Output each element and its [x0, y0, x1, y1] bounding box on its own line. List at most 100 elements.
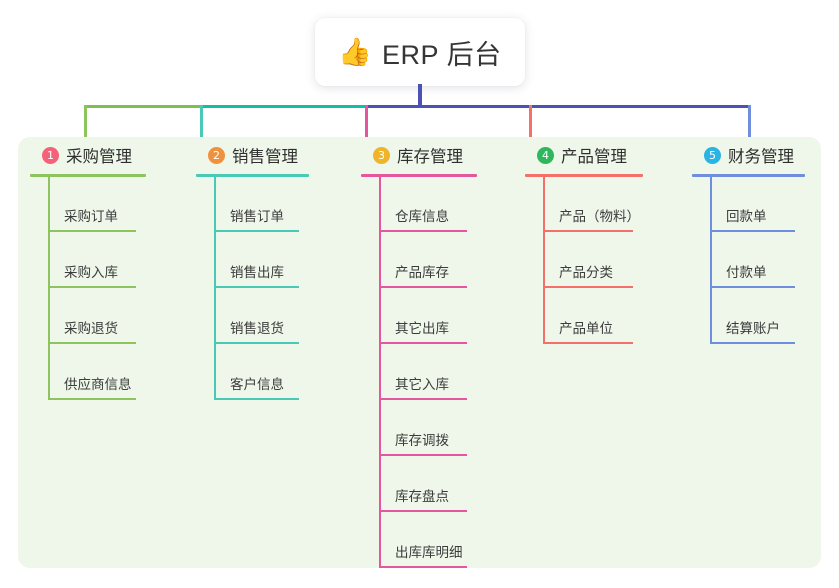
- leaf-label: 供应商信息: [64, 377, 132, 392]
- leaf-rule: [48, 230, 136, 232]
- leaf-rule: [48, 398, 136, 400]
- column-rule-2: [196, 174, 309, 177]
- column-items-1: 采购订单采购入库采购退货供应商信息: [30, 177, 148, 401]
- leaf-rule: [379, 510, 467, 512]
- leaf-rule: [379, 286, 467, 288]
- leaf-item[interactable]: 库存调拨: [361, 401, 479, 457]
- leaf-label: 销售退货: [230, 321, 284, 336]
- column-spine-1: [48, 177, 50, 400]
- leaf-rule: [710, 342, 795, 344]
- column-badge-3: 3: [373, 146, 390, 164]
- thumbs-up-icon: 👍: [338, 36, 373, 67]
- leaf-label: 销售出库: [230, 265, 284, 280]
- column-title-3: 库存管理: [397, 148, 463, 166]
- leaf-item[interactable]: 销售退货: [196, 289, 314, 345]
- leaf-rule: [543, 286, 633, 288]
- column-drop-2: [200, 105, 203, 147]
- leaf-label: 付款单: [726, 265, 767, 280]
- leaf-item[interactable]: 采购退货: [30, 289, 148, 345]
- column-items-2: 销售订单销售出库销售退货客户信息: [196, 177, 314, 401]
- column-1: 1 采购管理采购订单采购入库采购退货供应商信息: [30, 137, 148, 401]
- root-node[interactable]: 👍 ERP 后台: [315, 18, 525, 86]
- leaf-rule: [710, 286, 795, 288]
- leaf-label: 产品分类: [559, 265, 613, 280]
- leaf-rule: [214, 398, 299, 400]
- column-spine-4: [543, 177, 545, 344]
- column-spine-2: [214, 177, 216, 400]
- leaf-label: 库存盘点: [395, 489, 449, 504]
- leaf-label: 库存调拨: [395, 433, 449, 448]
- leaf-item[interactable]: 其它出库: [361, 289, 479, 345]
- leaf-item[interactable]: 采购订单: [30, 177, 148, 233]
- leaf-label: 采购订单: [64, 209, 118, 224]
- leaf-rule: [379, 230, 467, 232]
- column-5: 5 财务管理回款单付款单结算账户: [692, 137, 810, 345]
- leaf-item[interactable]: 销售订单: [196, 177, 314, 233]
- leaf-label: 出库库明细: [395, 545, 463, 560]
- leaf-item[interactable]: 回款单: [692, 177, 810, 233]
- column-items-5: 回款单付款单结算账户: [692, 177, 810, 345]
- column-rule-3: [361, 174, 477, 177]
- leaf-item[interactable]: 客户信息: [196, 345, 314, 401]
- root-title: ERP 后台: [382, 39, 502, 70]
- leaf-rule: [379, 566, 467, 568]
- column-header-3[interactable]: 3 库存管理: [361, 137, 479, 173]
- root-connector-stem: [418, 84, 422, 108]
- column-badge-5: 5: [704, 146, 721, 164]
- column-drop-3: [365, 105, 368, 147]
- column-drop-4: [529, 105, 532, 147]
- column-rule-4: [525, 174, 643, 177]
- leaf-rule: [214, 342, 299, 344]
- connector-bar-teal: [200, 105, 368, 108]
- leaf-item[interactable]: 产品分类: [525, 233, 645, 289]
- leaf-rule: [710, 230, 795, 232]
- leaf-item[interactable]: 销售出库: [196, 233, 314, 289]
- column-header-5[interactable]: 5 财务管理: [692, 137, 810, 173]
- leaf-label: 其它出库: [395, 321, 449, 336]
- column-badge-4: 4: [537, 146, 554, 164]
- leaf-item[interactable]: 付款单: [692, 233, 810, 289]
- leaf-label: 回款单: [726, 209, 767, 224]
- leaf-item[interactable]: 库存盘点: [361, 457, 479, 513]
- connector-bar-indigo: [365, 105, 751, 108]
- column-rule-1: [30, 174, 146, 177]
- leaf-rule: [48, 286, 136, 288]
- leaf-label: 采购退货: [64, 321, 118, 336]
- leaf-label: 产品单位: [559, 321, 613, 336]
- column-title-1: 采购管理: [66, 148, 132, 166]
- leaf-label: 结算账户: [726, 321, 780, 336]
- leaf-item[interactable]: 其它入库: [361, 345, 479, 401]
- column-spine-5: [710, 177, 712, 344]
- column-badge-2: 2: [208, 146, 225, 164]
- column-rule-5: [692, 174, 805, 177]
- leaf-label: 产品（物料）: [559, 209, 640, 224]
- leaf-rule: [543, 230, 633, 232]
- leaf-item[interactable]: 出库库明细: [361, 513, 479, 569]
- leaf-item[interactable]: 产品库存: [361, 233, 479, 289]
- column-items-4: 产品（物料） 产品分类产品单位: [525, 177, 645, 345]
- leaf-item[interactable]: 产品单位: [525, 289, 645, 345]
- leaf-label: 产品库存: [395, 265, 449, 280]
- column-title-5: 财务管理: [728, 148, 794, 166]
- column-items-3: 仓库信息产品库存其它出库其它入库库存调拨库存盘点出库库明细: [361, 177, 479, 569]
- leaf-rule: [48, 342, 136, 344]
- leaf-label: 客户信息: [230, 377, 284, 392]
- leaf-rule: [379, 454, 467, 456]
- leaf-item[interactable]: 采购入库: [30, 233, 148, 289]
- column-badge-1: 1: [42, 146, 59, 164]
- leaf-rule: [214, 230, 299, 232]
- column-3: 3 库存管理仓库信息产品库存其它出库其它入库库存调拨库存盘点出库库明细: [361, 137, 479, 569]
- leaf-item[interactable]: 供应商信息: [30, 345, 148, 401]
- leaf-label: 仓库信息: [395, 209, 449, 224]
- leaf-rule: [543, 342, 633, 344]
- leaf-item[interactable]: 仓库信息: [361, 177, 479, 233]
- leaf-item[interactable]: 产品（物料）: [525, 177, 645, 233]
- leaf-label: 销售订单: [230, 209, 284, 224]
- leaf-rule: [379, 398, 467, 400]
- leaf-item[interactable]: 结算账户: [692, 289, 810, 345]
- column-header-1[interactable]: 1 采购管理: [30, 137, 148, 173]
